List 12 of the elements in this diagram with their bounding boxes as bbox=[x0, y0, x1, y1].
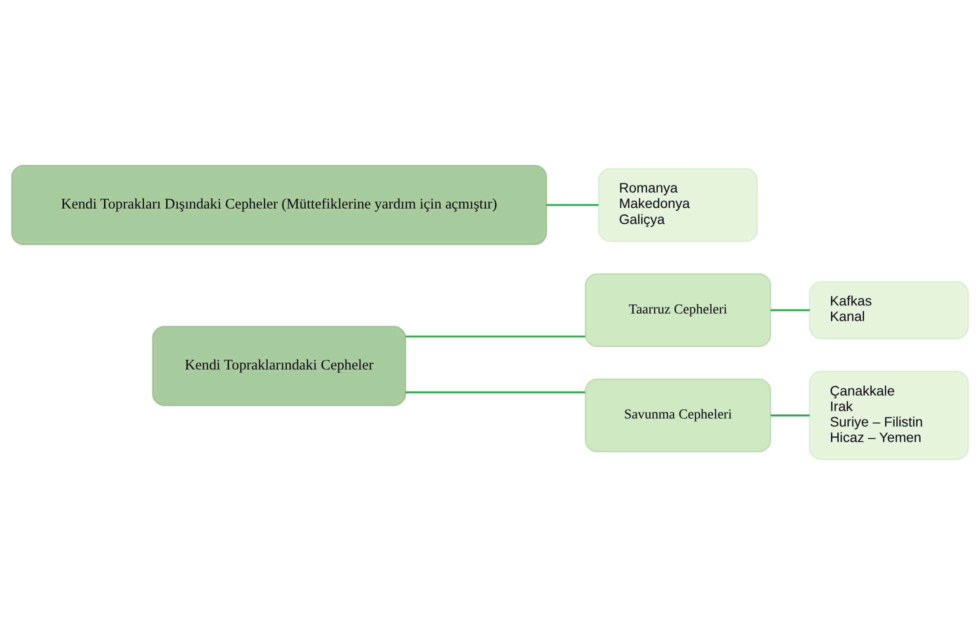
node-box: Taarruz Cepheleri bbox=[584, 273, 772, 348]
connector bbox=[546, 204, 599, 206]
node-box: Kendi Topraklarındaki Cepheler bbox=[152, 326, 406, 406]
node-box: Kendi Toprakları Dışındaki Cepheler (Müttefiklerine yardım için açmıştır) bbox=[11, 164, 547, 246]
connector bbox=[406, 336, 586, 338]
node-box: Romanya Makedonya Galiçya bbox=[598, 168, 758, 242]
connector bbox=[770, 309, 810, 312]
node-box: Savunma Cepheleri bbox=[584, 378, 772, 452]
connector bbox=[770, 414, 810, 416]
node-box: Çanakkale Irak Suriye – Filistin Hicaz – Yemen bbox=[809, 370, 969, 460]
connector bbox=[406, 391, 586, 394]
node-box: Kafkas Kanal bbox=[809, 281, 969, 340]
